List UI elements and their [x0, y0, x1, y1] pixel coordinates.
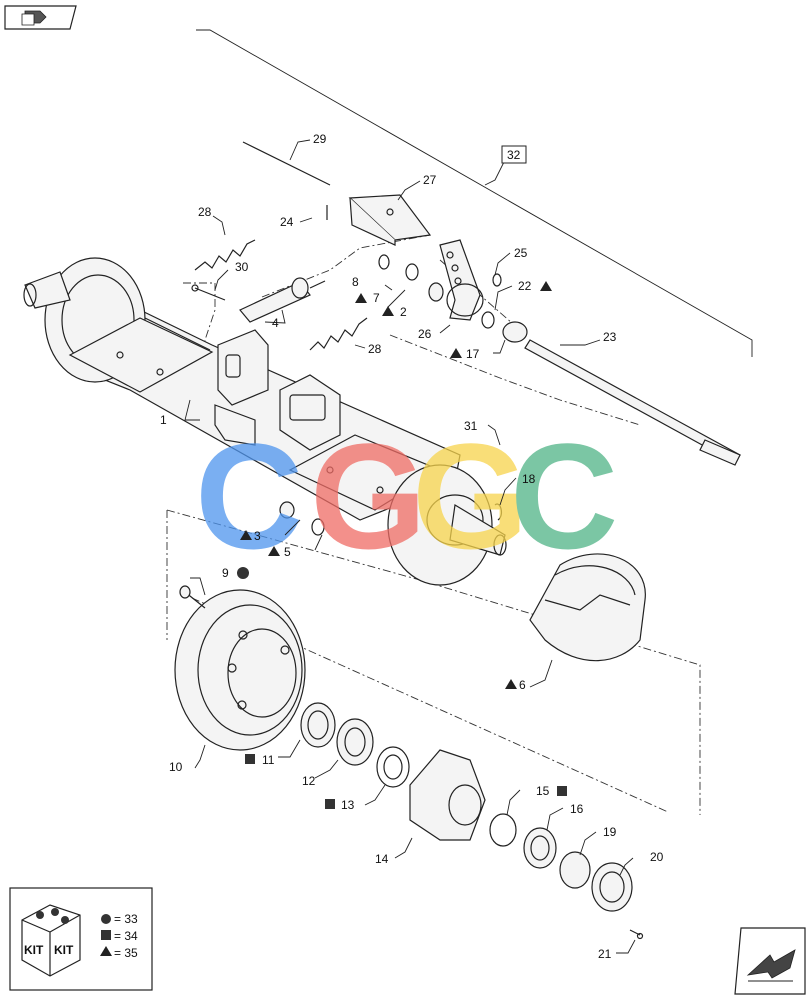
watermark: C G G C — [195, 412, 618, 580]
callout-19: 19 — [603, 825, 617, 839]
callout-1: 1 — [160, 413, 167, 427]
callout-28-bottom: 28 — [368, 342, 382, 356]
spindle-assembly — [387, 464, 507, 586]
callout-28-top: 28 — [198, 205, 212, 219]
hub-seals-bearings — [300, 702, 410, 788]
circle-symbol-icon — [237, 567, 249, 579]
circle-symbol-icon — [101, 914, 111, 924]
callout-22: 22 — [518, 279, 532, 293]
callout-27: 27 — [423, 173, 437, 187]
callout-32-box — [501, 145, 527, 164]
callout-17: 17 — [466, 347, 480, 361]
callout-18: 18 — [522, 472, 536, 486]
wheel-hub — [409, 749, 486, 841]
callout-5: 5 — [284, 545, 291, 559]
brake-drum — [174, 589, 306, 751]
callout-labels: 1 2 3 4 5 6 7 8 9 10 11 12 13 14 15 16 1… — [160, 132, 664, 961]
callout-2: 2 — [400, 305, 407, 319]
watermark-letter-1: C — [195, 412, 303, 580]
legend-row-34: = 34 — [114, 929, 138, 943]
bolt-9 — [179, 585, 206, 609]
slack-adjuster-bracket — [348, 194, 432, 246]
callout-26: 26 — [418, 327, 432, 341]
triangle-icon — [450, 348, 462, 358]
kit-legend: KIT KIT = 33 = 34 = 35 — [9, 887, 153, 991]
square-symbol-icon — [101, 930, 111, 940]
callout-8: 8 — [352, 275, 359, 289]
callout-4: 4 — [272, 316, 279, 330]
slack-adjuster — [439, 239, 484, 321]
callout-9: 9 — [222, 566, 229, 580]
callout-14: 14 — [375, 852, 389, 866]
next-arrow-icon — [746, 949, 796, 982]
leader-lines — [184, 139, 636, 954]
callout-31: 31 — [464, 419, 478, 433]
callout-3: 3 — [254, 529, 261, 543]
triangle-icon — [355, 293, 367, 303]
triangle-icon — [268, 546, 280, 556]
kit-box-icon: KIT KIT — [21, 904, 81, 977]
kit-label-right: KIT — [54, 943, 74, 957]
small-washers — [279, 254, 503, 536]
return-springs — [194, 239, 368, 351]
triangle-icon — [540, 281, 552, 291]
outer-hub-parts — [489, 813, 644, 940]
callout-32: 32 — [507, 148, 521, 162]
square-symbol-icon — [325, 799, 335, 809]
assembly-bracket — [196, 29, 753, 357]
watermark-letter-3: G — [412, 412, 529, 580]
callout-16: 16 — [570, 802, 584, 816]
callout-12: 12 — [302, 774, 316, 788]
callout-15: 15 — [536, 784, 550, 798]
legend-row-35: = 35 — [114, 946, 138, 960]
callout-30: 30 — [235, 260, 249, 274]
triangle-icon — [240, 530, 252, 540]
callout-25: 25 — [514, 246, 528, 260]
watermark-letter-4: C — [510, 412, 618, 580]
callout-13: 13 — [341, 798, 355, 812]
rod-29 — [242, 141, 331, 186]
pin-30 — [191, 284, 226, 301]
bottom-nav-button[interactable] — [734, 927, 806, 995]
callout-10: 10 — [169, 760, 183, 774]
callout-24: 24 — [280, 215, 294, 229]
square-symbol-icon — [557, 786, 567, 796]
triangle-icon — [505, 679, 517, 689]
legend-row-33: = 33 — [114, 912, 138, 926]
square-symbol-icon — [245, 754, 255, 764]
triangle-icon — [382, 306, 394, 316]
brake-shoes — [529, 553, 646, 662]
top-nav-button[interactable] — [4, 5, 77, 30]
callout-23: 23 — [603, 330, 617, 344]
book-arrow-icon — [21, 10, 47, 26]
kit-label-left: KIT — [24, 943, 44, 957]
callout-21: 21 — [598, 947, 612, 961]
brake-actuator — [239, 277, 326, 323]
callout-20: 20 — [650, 850, 664, 864]
symbol-marks — [237, 281, 567, 809]
camshaft — [502, 321, 741, 466]
watermark-letter-2: G — [310, 412, 427, 580]
axle-brackets — [217, 329, 341, 451]
callout-11: 11 — [262, 753, 275, 767]
callout-7: 7 — [373, 291, 380, 305]
triangle-icon — [100, 946, 112, 956]
callout-6: 6 — [519, 678, 526, 692]
callout-29: 29 — [313, 132, 327, 146]
